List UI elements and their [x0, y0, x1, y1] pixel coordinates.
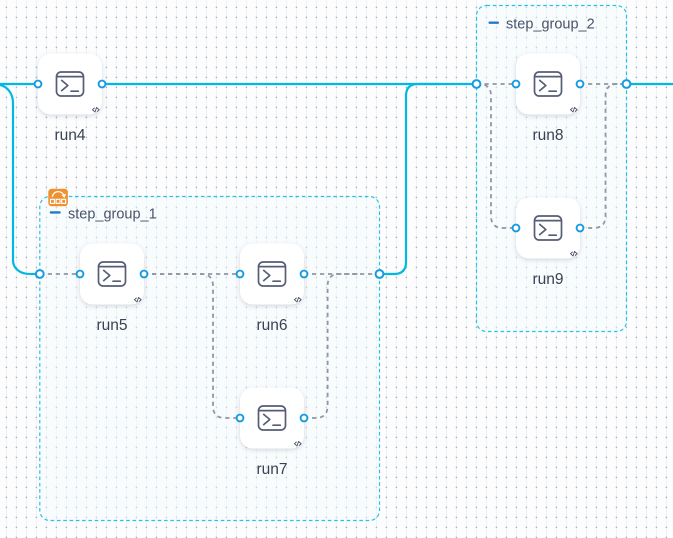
svg-text:step_group_2: step_group_2 [506, 16, 595, 32]
svg-text:run4: run4 [54, 127, 85, 144]
svg-text:step_group_1: step_group_1 [68, 207, 157, 223]
svg-text:run6: run6 [256, 317, 287, 334]
svg-text:run5: run5 [96, 317, 127, 334]
svg-text:run9: run9 [532, 271, 563, 288]
svg-text:run8: run8 [532, 127, 563, 144]
svg-text:run7: run7 [256, 461, 287, 478]
